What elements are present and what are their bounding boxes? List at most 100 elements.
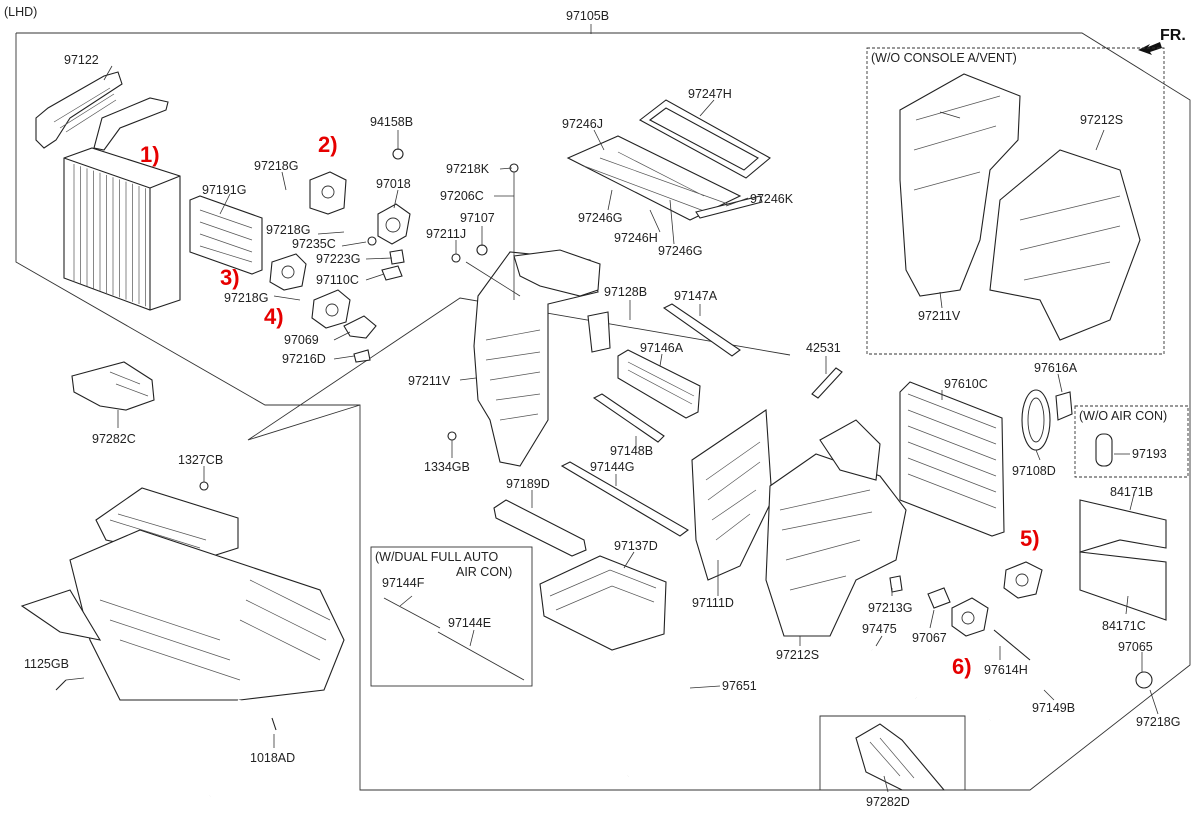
label-97144F: 97144F xyxy=(382,576,425,590)
label-97246H: 97246H xyxy=(614,231,658,245)
seal-parts-right xyxy=(1021,389,1113,467)
marker-2: 2) xyxy=(318,132,338,157)
label-97067: 97067 xyxy=(912,631,947,645)
marker-4: 4) xyxy=(264,304,284,329)
label-97282D: 97282D xyxy=(866,795,910,809)
marker-6: 6) xyxy=(952,654,972,679)
console-vent-box-label: (W/O CONSOLE A/VENT) xyxy=(871,51,1017,65)
label-97146A: 97146A xyxy=(640,341,684,355)
label-97246K: 97246K xyxy=(750,192,794,206)
filter-frame-part xyxy=(189,195,263,275)
label-97206C: 97206C xyxy=(440,189,484,203)
label-97111D: 97111D xyxy=(692,596,734,610)
auto-aircon-cables xyxy=(383,597,525,681)
bracket-42531-part xyxy=(811,367,843,399)
actuator-2-part xyxy=(309,171,347,215)
insulation-pads xyxy=(1079,499,1167,621)
label-97065: 97065 xyxy=(1118,640,1153,654)
label-97128B: 97128B xyxy=(604,285,647,299)
label-97616A: 97616A xyxy=(1034,361,1078,375)
marker-5: 5) xyxy=(1020,526,1040,551)
mode-door-part xyxy=(617,349,701,419)
label-97246J: 97246J xyxy=(562,117,603,131)
actuator-3-part xyxy=(269,253,307,291)
actuator-6-part xyxy=(951,597,989,637)
dual-auto-box xyxy=(370,546,533,687)
label-97216D: 97216D xyxy=(282,352,326,366)
seal-kit-parts xyxy=(566,99,771,221)
label-97218K: 97218K xyxy=(446,162,490,176)
label-97191G: 97191G xyxy=(202,183,246,197)
front-direction-arrow-icon xyxy=(1138,42,1162,55)
front-direction-label: FR. xyxy=(1160,27,1186,44)
small-fasteners xyxy=(343,148,519,363)
label-97144E: 97144E xyxy=(448,616,491,630)
label-97235C: 97235C xyxy=(292,237,336,251)
hvac-assembly-part xyxy=(20,487,345,797)
label-97147A: 97147A xyxy=(674,289,718,303)
label-97189D: 97189D xyxy=(506,477,550,491)
leader-lines xyxy=(65,65,1159,793)
right-small-parts xyxy=(869,575,1153,722)
label-97218G-a: 97218G xyxy=(254,159,298,173)
marker-3: 3) xyxy=(220,265,240,290)
duct-97122-part xyxy=(35,71,169,151)
label-97475: 97475 xyxy=(862,622,897,636)
center-casing-part xyxy=(691,409,773,581)
label-42531: 42531 xyxy=(806,341,841,355)
marker-1: 1) xyxy=(140,142,160,167)
aircon-box-label: (W/O AIR CON) xyxy=(1079,409,1167,423)
actuator-4-part xyxy=(311,289,351,329)
label-97211J: 97211J xyxy=(426,227,466,241)
label-97282C: 97282C xyxy=(92,432,136,446)
label-97246G-b: 97246G xyxy=(658,244,702,258)
label-84171B: 84171B xyxy=(1110,485,1153,499)
label-97122: 97122 xyxy=(64,53,99,67)
label-94158B: 94158B xyxy=(370,115,413,129)
label-97211V-a: 97211V xyxy=(408,374,451,388)
label-97107: 97107 xyxy=(460,211,495,225)
actuator-5-part xyxy=(1003,561,1043,599)
assembly-number: 97105B xyxy=(566,9,609,23)
drain-hose-part xyxy=(612,652,691,777)
dual-auto-box-label-1: (W/DUAL FULL AUTO xyxy=(375,550,498,564)
rear-duct-97282C-part xyxy=(71,361,155,411)
drain-tray-part xyxy=(539,555,667,651)
label-84171C: 84171C xyxy=(1102,619,1146,633)
heater-core-part xyxy=(899,381,1005,537)
variant-label: (LHD) xyxy=(4,5,37,19)
label-97212S-b: 97212S xyxy=(776,648,819,662)
lower-boundary-line xyxy=(819,715,966,790)
label-97069: 97069 xyxy=(284,333,319,347)
label-97137D: 97137D xyxy=(614,539,658,553)
evaporator-core-part xyxy=(63,147,181,311)
main-boundary xyxy=(15,32,1191,791)
aircon-box xyxy=(1074,405,1189,478)
label-97247H: 97247H xyxy=(688,87,732,101)
label-97144G: 97144G xyxy=(590,460,634,474)
label-97218G-c: 97218G xyxy=(224,291,268,305)
label-1125GB: 1125GB xyxy=(24,657,69,671)
label-97246G-a: 97246G xyxy=(578,211,622,225)
duct-97189D-part xyxy=(493,499,587,557)
label-97223G: 97223G xyxy=(316,252,360,266)
label-97149B: 97149B xyxy=(1032,701,1075,715)
console-vent-box xyxy=(866,47,1165,355)
label-97610C: 97610C xyxy=(944,377,988,391)
label-97213G: 97213G xyxy=(868,601,912,615)
link-rods xyxy=(560,303,741,537)
label-97218G-d: 97218G xyxy=(1136,715,1180,729)
rear-duct-97282D-part xyxy=(855,723,946,791)
heater-housing-left-part xyxy=(473,249,611,467)
label-97211V-b: 97211V xyxy=(918,309,961,323)
label-97110C: 97110C xyxy=(316,273,359,287)
dual-auto-box-label-2: AIR CON) xyxy=(456,565,512,579)
label-97108D: 97108D xyxy=(1012,464,1056,478)
label-97148B: 97148B xyxy=(610,444,653,458)
label-97614H: 97614H xyxy=(984,663,1028,677)
inner-boundary-line xyxy=(247,297,791,441)
label-97651: 97651 xyxy=(722,679,757,693)
label-97212S-a: 97212S xyxy=(1080,113,1123,127)
